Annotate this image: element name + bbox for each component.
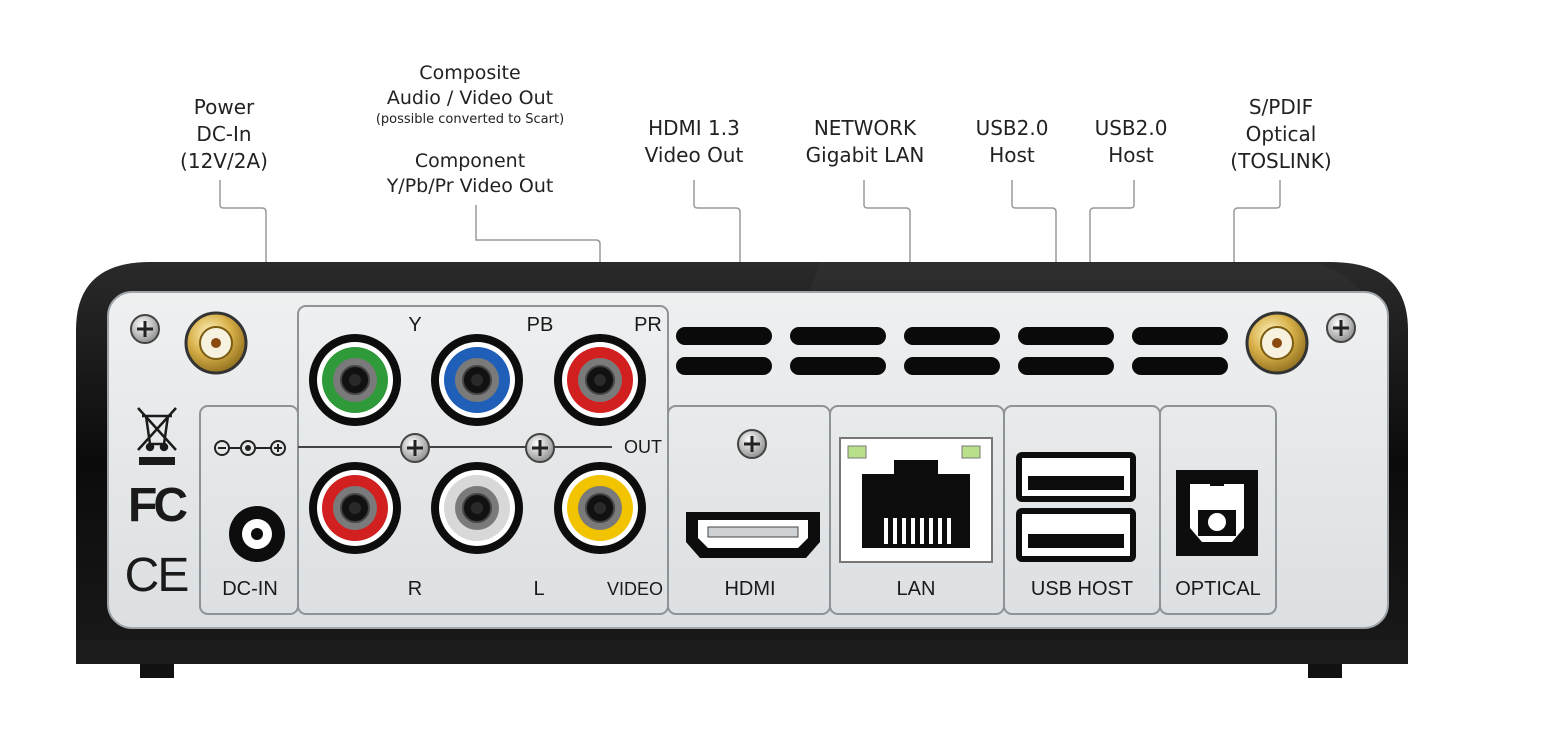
rca-jack-audio-r[interactable] xyxy=(309,462,401,554)
dc-in-jack[interactable] xyxy=(229,506,285,562)
rca-jack-video[interactable] xyxy=(554,462,646,554)
hdmi-port[interactable] xyxy=(686,512,820,558)
lan-port[interactable] xyxy=(839,437,993,563)
screw-icon xyxy=(525,433,555,463)
label-optical: OPTICAL xyxy=(1175,578,1261,600)
label-pb: PB xyxy=(526,314,554,336)
rca-jack-y[interactable] xyxy=(309,334,401,426)
led-indicator xyxy=(961,445,981,459)
label-r: R xyxy=(407,578,423,600)
callout-leader-lines xyxy=(219,180,1281,400)
label-pr: PR xyxy=(634,314,662,336)
vent-slots xyxy=(676,327,1228,375)
callout-power: Power DC-In (12V/2A) xyxy=(180,95,268,173)
polarity-symbol-icon xyxy=(214,440,286,456)
optical-module xyxy=(1159,405,1277,615)
label-dc-in: DC-IN xyxy=(222,578,278,600)
antenna-connector-left xyxy=(184,311,248,375)
usb-port-top[interactable] xyxy=(1016,452,1136,502)
screw-icon xyxy=(130,314,160,344)
label-video: VIDEO xyxy=(606,579,663,599)
antenna-connector-right xyxy=(1245,311,1309,375)
label-hdmi: HDMI xyxy=(724,578,776,600)
label-y: Y xyxy=(408,314,422,336)
label-l: L xyxy=(533,578,545,600)
optical-toslink-port[interactable] xyxy=(1176,470,1258,556)
screw-icon xyxy=(400,433,430,463)
callout-hdmi: HDMI 1.3 Video Out xyxy=(644,116,744,167)
callout-network: NETWORK Gigabit LAN xyxy=(805,116,925,167)
callout-composite: Composite Audio / Video Out (possible co… xyxy=(375,62,565,127)
screw-icon xyxy=(1326,313,1356,343)
label-lan: LAN xyxy=(896,578,936,600)
screw-icon xyxy=(737,429,767,459)
weee-bin-icon xyxy=(137,407,177,452)
callout-component: Component Y/Pb/Pr Video Out xyxy=(386,150,554,197)
rca-jack-audio-l[interactable] xyxy=(431,462,523,554)
led-indicator xyxy=(847,445,867,459)
rca-jack-pb[interactable] xyxy=(431,334,523,426)
label-out: OUT xyxy=(624,437,662,457)
callout-spdif: S/PDIF Optical (TOSLINK) xyxy=(1230,95,1332,173)
rca-jack-pr[interactable] xyxy=(554,334,646,426)
callout-usb-1: USB2.0 Host xyxy=(975,116,1049,167)
port-modules xyxy=(199,305,1277,615)
callout-usb-2: USB2.0 Host xyxy=(1094,116,1168,167)
fcc-mark: FC xyxy=(128,479,188,532)
label-usb-host: USB HOST xyxy=(1030,578,1134,600)
ce-mark: CE xyxy=(124,549,190,602)
usb-port-bottom[interactable] xyxy=(1016,508,1136,562)
